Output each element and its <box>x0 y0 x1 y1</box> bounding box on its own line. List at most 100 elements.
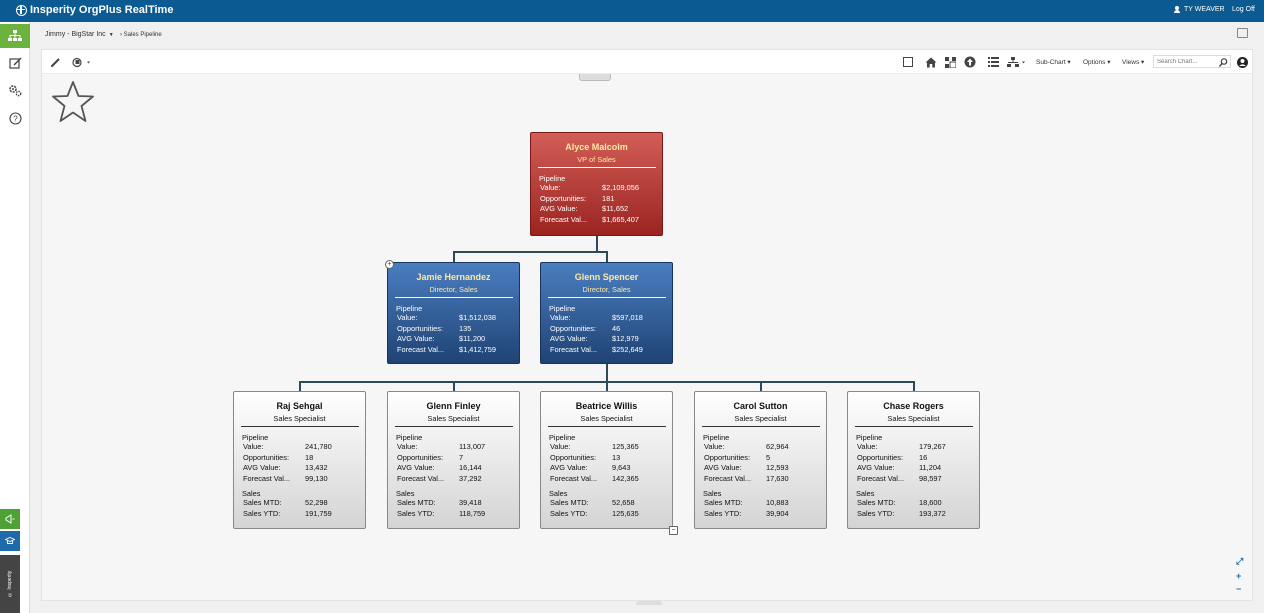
account-icon[interactable] <box>1236 56 1248 68</box>
card-divider <box>547 297 666 298</box>
card-name: Glenn Spencer <box>574 272 639 282</box>
field-value: 142,365 <box>612 474 639 484</box>
sidebar-item-settings[interactable] <box>0 78 30 102</box>
options-menu[interactable]: Options ▾ <box>1083 59 1111 66</box>
learning-button[interactable] <box>0 531 20 551</box>
field-value: 12,593 <box>766 463 789 473</box>
field-label: AVG Value: <box>704 463 742 473</box>
field-value: $12,979 <box>612 334 639 344</box>
card-title: Sales Specialist <box>887 414 940 423</box>
field-value: 39,418 <box>459 497 482 507</box>
card-field-row: Value:62,964 <box>704 442 826 453</box>
field-value: 181 <box>602 193 615 203</box>
search-icon[interactable] <box>1218 57 1228 67</box>
org-card-specialist[interactable]: Carol Sutton Sales Specialist Pipeline V… <box>694 391 827 529</box>
go-up-icon[interactable] <box>964 56 976 68</box>
zoom-in-icon[interactable]: + <box>1236 571 1242 581</box>
field-label: Opportunities: <box>857 452 904 462</box>
org-card-director[interactable]: Jamie Hernandez Director, Sales Pipeline… <box>387 262 520 364</box>
breadcrumb-page: › Sales Pipeline <box>120 32 162 38</box>
chart-layout-icon[interactable] <box>1007 56 1027 68</box>
field-label: AVG Value: <box>397 463 435 473</box>
user-menu[interactable]: TY WEAVER <box>1174 6 1225 13</box>
connector-line <box>596 236 598 251</box>
field-value: 52,658 <box>612 497 635 507</box>
fit-chart-icon[interactable] <box>944 56 956 68</box>
list-view-icon[interactable] <box>987 56 999 68</box>
card-field-row: Sales MTD:18,600 <box>857 498 979 509</box>
left-sidebar: ? © Insperity <box>0 22 30 613</box>
card-section-label: Sales <box>703 488 722 498</box>
card-field-row: Value:179,267 <box>857 442 979 453</box>
pencil-icon[interactable] <box>49 56 61 68</box>
card-divider <box>537 167 656 168</box>
field-label: Forecast Val... <box>704 474 752 484</box>
select-box-icon[interactable] <box>902 56 914 68</box>
layout-menu-icon[interactable] <box>72 56 92 68</box>
subchart-menu[interactable]: Sub-Chart ▾ <box>1036 59 1071 66</box>
home-icon[interactable] <box>925 56 937 68</box>
search-input[interactable] <box>1153 55 1231 68</box>
card-field-row: AVG Value:9,643 <box>550 463 672 474</box>
org-card-root[interactable]: Alyce Malcolm VP of Sales Pipeline Value… <box>530 132 663 236</box>
card-section-label: Pipeline <box>539 174 566 183</box>
expand-down-tab[interactable] <box>636 601 662 605</box>
card-field-row: Opportunities:5 <box>704 453 826 464</box>
expand-plus-icon[interactable]: + <box>385 260 394 269</box>
chart-canvas[interactable]: Alyce Malcolm VP of Sales Pipeline Value… <box>42 74 1252 600</box>
top-bar: Insperity OrgPlus RealTime TY WEAVER Log… <box>0 0 1264 22</box>
card-field-row: Value:$2,109,056 <box>540 183 662 194</box>
field-label: Value: <box>857 442 878 451</box>
org-card-specialist[interactable]: Chase Rogers Sales Specialist Pipeline V… <box>847 391 980 529</box>
card-field-row: Opportunities:7 <box>397 453 519 464</box>
collapse-minus-icon[interactable]: − <box>669 526 678 535</box>
field-value: 118,759 <box>459 508 486 518</box>
field-value: 37,292 <box>459 474 482 484</box>
sidebar-item-org-chart[interactable] <box>0 24 30 48</box>
favorite-star-icon[interactable] <box>50 79 96 125</box>
org-card-specialist[interactable]: Raj Sehgal Sales Specialist Pipeline Val… <box>233 391 366 529</box>
card-field-row: Forecast Val...$1,412,759 <box>397 345 519 356</box>
field-label: Forecast Val... <box>540 215 588 225</box>
field-label: Sales MTD: <box>243 497 282 507</box>
card-field-row: AVG Value:11,204 <box>857 463 979 474</box>
copyright-label: © Insperity <box>0 555 20 613</box>
card-field-row: Sales MTD:52,658 <box>550 498 672 509</box>
card-section-label: Pipeline <box>703 433 730 442</box>
sidebar-item-edit[interactable] <box>0 51 30 75</box>
company-selector[interactable]: Jimmy - BigStar Inc▼ <box>45 31 114 38</box>
field-label: Opportunities: <box>550 323 597 333</box>
card-section-label: Pipeline <box>396 304 423 313</box>
field-value: $2,109,056 <box>602 183 639 192</box>
field-label: Value: <box>397 442 418 451</box>
field-label: Forecast Val... <box>857 474 905 484</box>
field-label: Forecast Val... <box>243 474 291 484</box>
expand-up-tab[interactable] <box>579 74 611 81</box>
views-menu[interactable]: Views ▾ <box>1122 59 1145 66</box>
card-field-row: AVG Value: 12,593 <box>704 463 826 474</box>
zoom-out-icon[interactable]: − <box>1236 584 1242 594</box>
connector-line <box>299 381 301 392</box>
org-card-specialist[interactable]: Glenn Finley Sales Specialist Pipeline V… <box>387 391 520 529</box>
card-field-row: Forecast Val...17,630 <box>704 474 826 485</box>
chart-toolbar: Sub-Chart ▾ Options ▾ Views ▾ <box>42 50 1252 74</box>
field-label: AVG Value: <box>397 334 435 344</box>
field-label: AVG Value: <box>243 463 281 473</box>
fit-screen-icon[interactable]: ⤢ <box>1236 556 1244 566</box>
card-title: VP of Sales <box>577 155 616 164</box>
logoff-link[interactable]: Log Off <box>1232 6 1255 13</box>
card-name: Beatrice Willis <box>575 401 638 411</box>
sidebar-item-help[interactable]: ? <box>0 106 30 130</box>
card-title: Director, Sales <box>429 285 478 294</box>
field-value: 9,643 <box>612 463 631 473</box>
card-divider <box>854 426 973 427</box>
org-card-director[interactable]: Glenn Spencer Director, Sales Pipeline V… <box>540 262 673 364</box>
app-title: Insperity OrgPlus RealTime <box>30 4 174 16</box>
card-field-row: Value:241,780 <box>243 442 365 453</box>
card-name: Raj Sehgal <box>276 401 323 411</box>
field-value: 13,432 <box>305 463 328 473</box>
announcements-button[interactable] <box>0 509 20 529</box>
org-card-specialist[interactable]: Beatrice Willis Sales Specialist Pipelin… <box>540 391 673 529</box>
card-title: Sales Specialist <box>273 414 326 423</box>
collapse-panel-icon[interactable] <box>1237 28 1248 38</box>
